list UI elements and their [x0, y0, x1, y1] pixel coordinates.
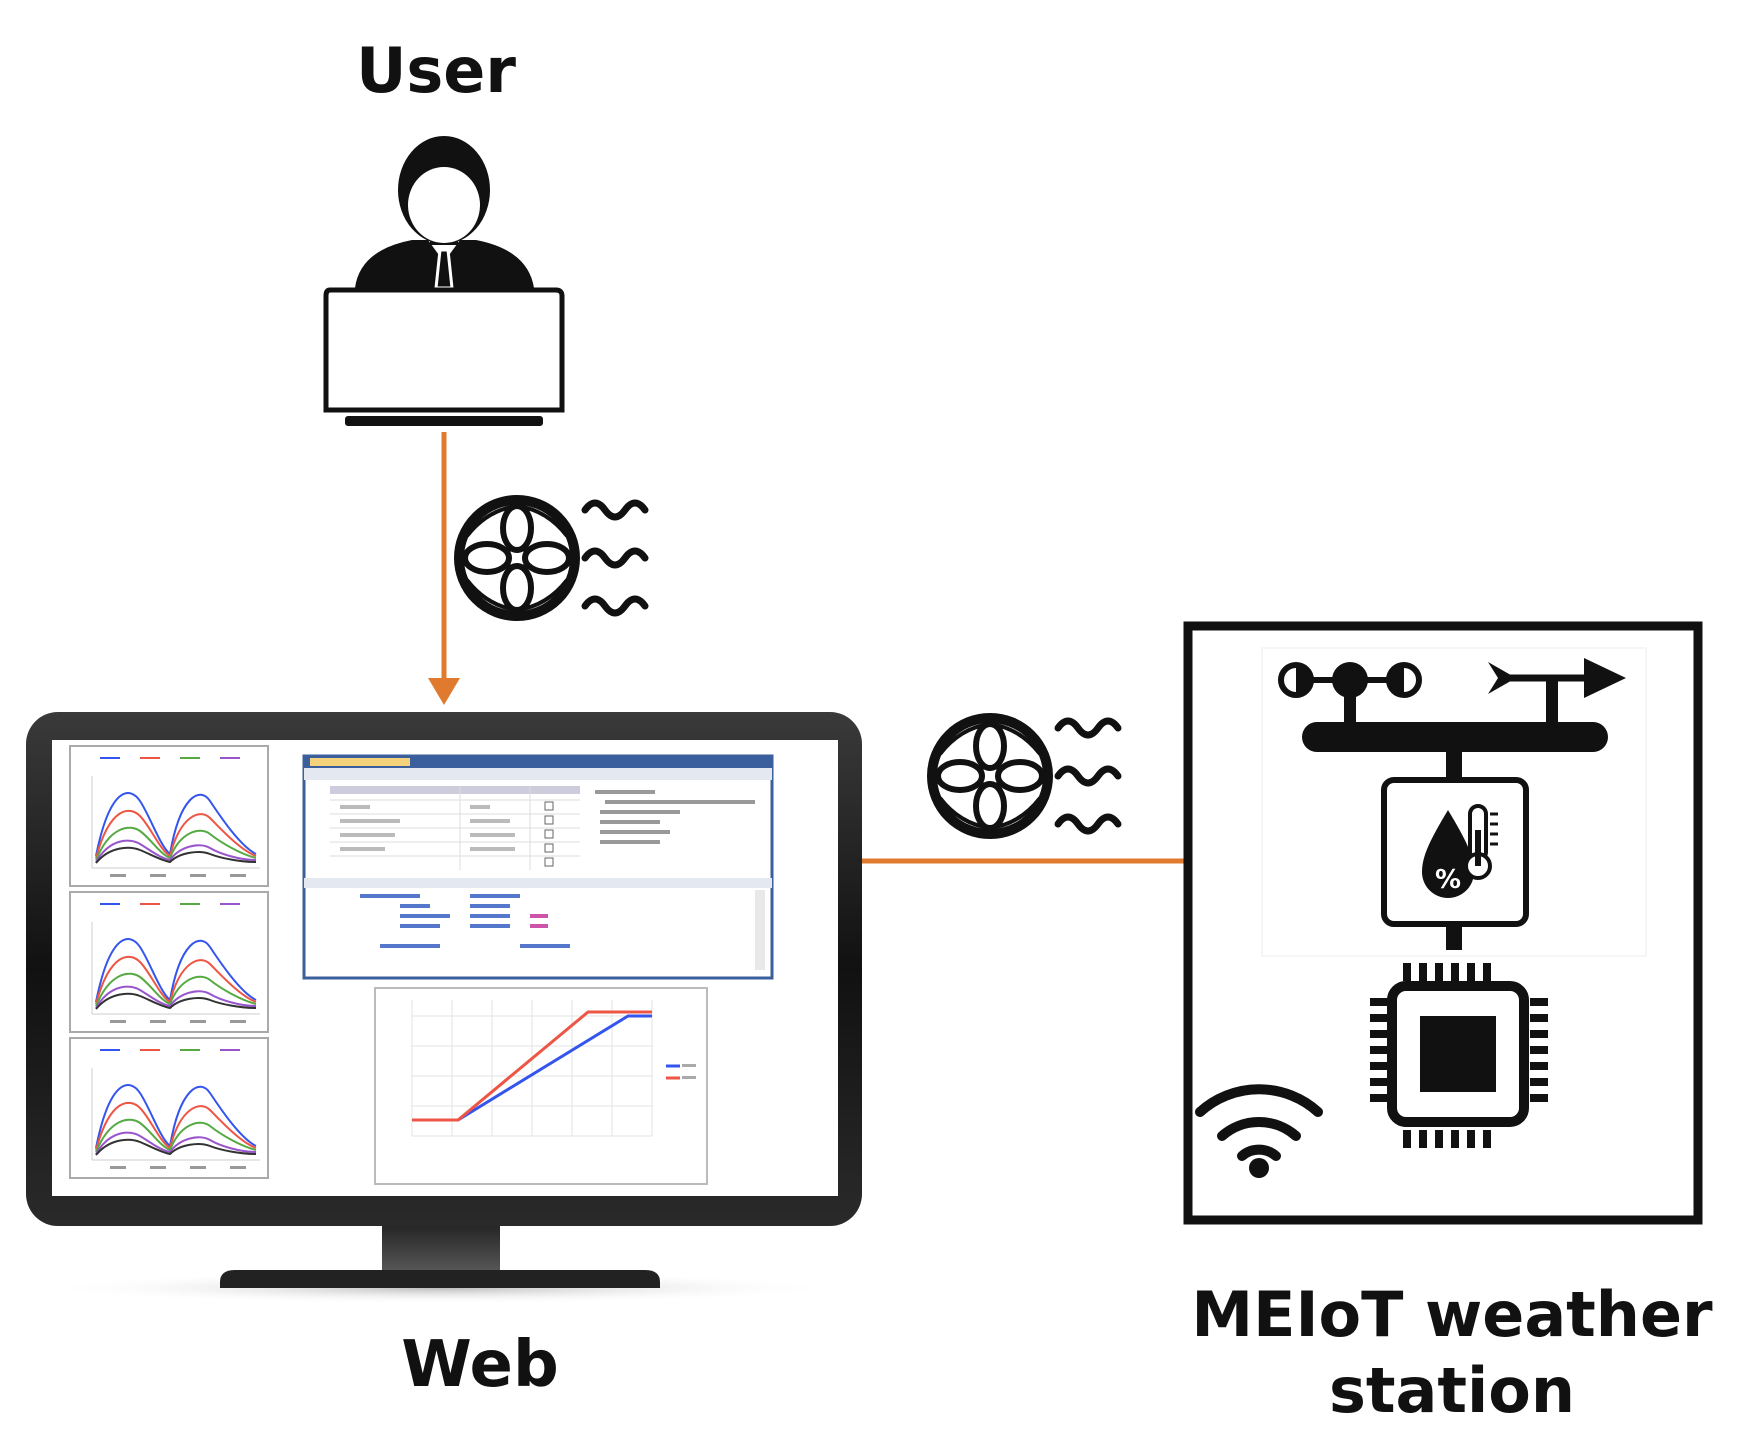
screen-database-window	[302, 754, 774, 980]
user-label: User	[356, 34, 516, 107]
station-label-line1: MEIoT weather	[1191, 1278, 1713, 1351]
wireless-link-globe-icon	[932, 718, 1118, 834]
screen-chart-3	[69, 1037, 269, 1179]
wifi-dot	[1249, 1158, 1269, 1178]
wind-vane-icon	[1488, 658, 1626, 724]
anemometer-icon	[1278, 662, 1422, 724]
station-label-line2: station	[1329, 1354, 1575, 1427]
screen-chart-2	[69, 891, 269, 1033]
screen-line-chart	[374, 987, 708, 1185]
microcontroller-chip-icon	[1370, 963, 1548, 1148]
station-crossbar	[1302, 722, 1608, 752]
wifi-icon	[1195, 1084, 1323, 1161]
screen-chart-1	[69, 745, 269, 887]
user-at-laptop-icon	[323, 136, 565, 426]
svg-text:%: %	[1435, 865, 1461, 895]
station-post	[1446, 752, 1462, 782]
monitor-screen-content	[69, 745, 774, 1185]
web-label: Web	[401, 1328, 559, 1402]
connector-user-to-web	[428, 432, 460, 705]
humidity-temperature-sensor-icon: %	[1381, 777, 1529, 950]
wireless-link-globe-icon	[459, 500, 645, 616]
